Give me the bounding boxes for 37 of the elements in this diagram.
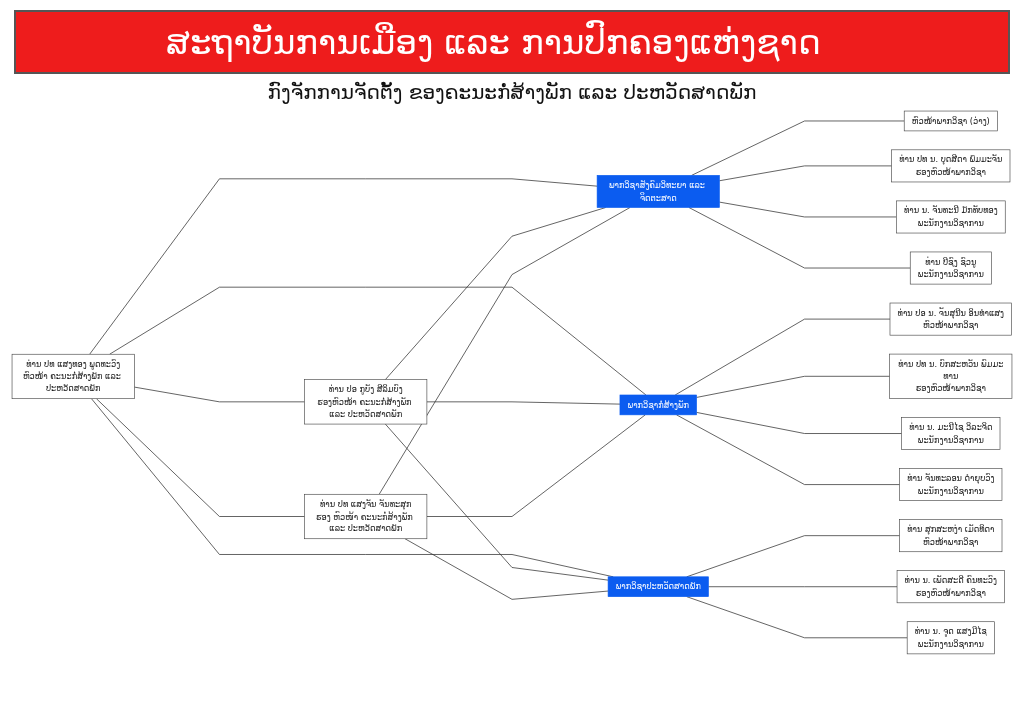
connector [691,120,905,176]
node-box: ທ່ານ ປທ ແສງທອງ ພູດທະວົງ ຫົວໜ້າ ຄະນະກໍ່ສ້າງພັກ ແລະ ປະຫວັດສາດພັກ [11,353,135,399]
node-box: ທ່ານ ປທ ນ. ບົກສະຫວັນ ພົມມະທານ ຮອງຫົວໜ້າພາກວິຊາ [889,353,1013,399]
node-box: ທ່ານ ນ. ມະນີໄຊ ວິລະຈິດ ພະນັກງານວິຊາການ [901,417,1001,450]
connector [385,423,609,581]
connector [686,596,908,639]
subtitle: ກົງຈັກການຈັດຕັ້ງ ຂອງຄະນະກໍ່ສ້າງພັກ ແລະ ປະຫວັດສາດພັກ [267,80,757,104]
connector [676,414,900,485]
connector [96,398,305,517]
connector [426,414,646,517]
connector [708,586,898,588]
connector [404,538,609,600]
connector [109,286,647,396]
connector [719,165,892,182]
node-box: ທ່ານ ນ. ຈູດ ແສງມີໄຊ ພະນັກງານວິຊາການ [906,621,995,655]
node-box: ພາກວິຊາສັງຄົມວິທະຍາ ແລະ ຈິດຕະສາດ [596,175,720,208]
connector [378,207,631,495]
node-box: ພາກວິຊາກໍ່ສ້າງພັກ [619,394,697,416]
title: ສະຖາບັນການເມືອງ ແລະ ການປົກຄອງແຫ່ງຊາດ [166,22,821,62]
connector [688,207,911,269]
node-box: ທ່ານ ບີຊົງ ຊົວນູ ພະນັກງານວິຊາການ [909,251,992,285]
connector [426,401,621,405]
connector [719,201,897,218]
connector [89,178,598,355]
connector [133,386,305,403]
connector [696,412,902,434]
node-box: ພາກວິຊາປະຫວັດສາດພັກ [607,576,709,597]
node-box: ທ່ານ ປທ ແສງຈັນ ຈັນທະສຸກ ຮອງ ຫົວໜ້າ ຄະນະກໍ່ສ້າງພັກ ແລະ ປະຫວັດສາດພັກ [304,493,428,540]
node-box: ທ່ານ ຈັນທະລອນ ດຳຍຸບວົງ ພະນັກງານວິຊາການ [899,468,1003,501]
node-box: ທ່ານ ປທ ນ. ບຸດສີດາ ພົມມະຈັນ ຮອງຫົວໜ້າພາກວິຊາ [891,149,1011,183]
node-box: ທ່ານ ປອ ກູບັງ ສີລິມບົງ ຮອງຫົວໜ້າ ຄະນະກໍ່ສ້າງພັກ ແລະ ປະຫວັດສາດພັກ [304,379,428,425]
node-box: ທ່ານ ນ. ຈັນທະນີ ມັກທັບທອງ ພະນັກງານວິຊາການ [896,200,1006,234]
node-box: ທ່ານ ສຸກສະຫງ່າ ເມັດທິດາ ຫົວໜ້າພາກວິຊາ [899,519,1003,553]
connector [696,375,891,398]
node-box: ທ່ານ ປອ ນ. ຈັນສຸນີນ ອິນທຳແສງ ຫົວໜ້າພາກວິຊາ [889,302,1012,336]
node-box: ທ່ານ ນ. ເພັດສະດີ ຄົນທະວົງ ຮອງຫົວໜ້າພາກວິຊາ [896,570,1005,604]
node-box: ຫົວໜ້າພາກວິຊາ (ວ່າງ) [903,110,998,132]
